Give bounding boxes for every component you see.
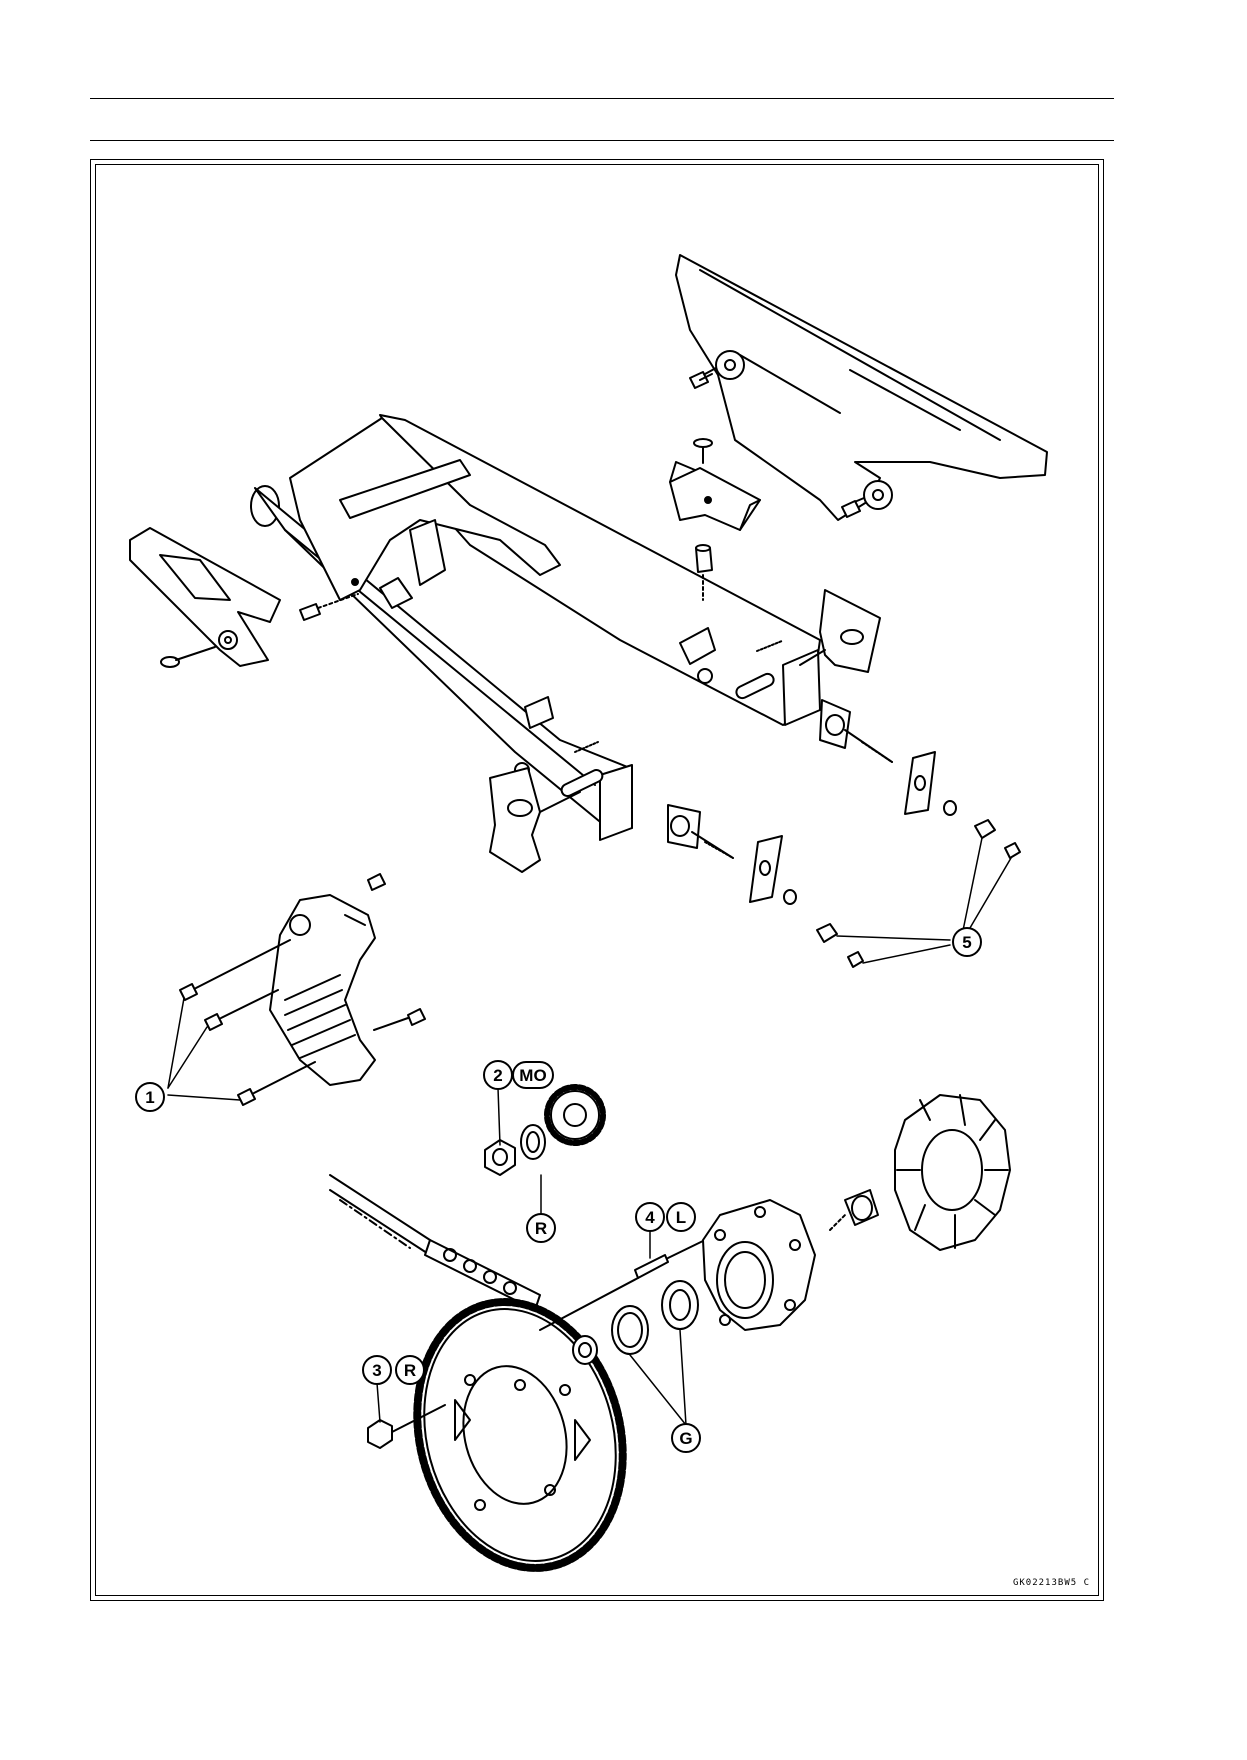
chain-cover [675,254,1048,521]
coupling-stud [539,1239,706,1331]
cover-bolt-3 [237,1061,316,1106]
chain-adjuster-block-right [819,699,893,763]
figure-frame [90,159,1104,1601]
collar [572,1335,598,1365]
callout-box-2-code [512,1061,554,1089]
header-rule-bottom [90,140,1114,141]
figure-code: GK02213BW5 C [1013,1578,1090,1588]
rear-sprocket [413,1298,627,1572]
cover-bolt-2 [204,989,279,1031]
callout-5: 5 [962,933,971,952]
swingarm [250,414,821,841]
callout-4: 4 [645,1208,655,1227]
locknut-left [816,923,864,968]
chain-slipper-collar [299,593,359,621]
adjuster-plate-left [749,835,783,903]
engine-sprocket-cover [269,894,376,1086]
callout-circle-4-code [666,1202,696,1232]
cover-bolt-top [367,873,386,891]
chain-guide-collar [695,544,713,601]
callout-2: 2 [493,1066,502,1085]
figure-frame-inner [95,164,1099,1596]
callout-1: 1 [145,1088,154,1107]
callout-4-code: L [676,1208,686,1227]
callout-2-r: R [535,1219,547,1238]
chain-cover-bolt-lower [841,500,861,518]
callout-circle-g [671,1423,701,1453]
callout-circle-5 [952,927,982,957]
rear-coupling [702,1199,816,1331]
leader-lines [167,837,1012,1426]
chain-slipper-bolt [160,646,216,668]
callout-circle-3 [362,1355,392,1385]
callout-circle-1 [135,1082,165,1112]
coupling-rubber-damper [894,1094,1011,1251]
callout-circle-4 [635,1202,665,1232]
callout-circle-3-code [395,1355,425,1385]
chain-adjuster-block-left [667,804,734,859]
chain-adjuster-plate-right [799,589,881,673]
washer-right [943,800,957,816]
callout-circle-2-r [526,1213,556,1243]
callout-g: G [679,1429,692,1448]
engine-sprocket [544,1084,606,1146]
engine-sprocket-washer [520,1124,546,1160]
coupling-bearing [661,1280,699,1330]
cover-bolt-1 [179,939,291,1001]
locknut-right [974,819,1021,859]
cover-bolt-right [373,1008,426,1031]
chain-guide-bracket [669,461,761,531]
chain-slipper [129,527,281,667]
chain-cover-bolt-upper [689,371,713,389]
header-rule-top [90,98,1114,99]
callout-3: 3 [372,1361,381,1380]
washer-left [783,889,797,905]
oil-seal [611,1305,649,1355]
chain-adjuster-plate-left [489,767,581,873]
callout-2-code: MO [519,1066,546,1085]
callout-3-code: R [404,1361,416,1380]
drive-chain [329,1174,541,1311]
chain-guide-screw-top [693,438,713,464]
coupling-sleeve [829,1189,879,1231]
adjuster-plate-right [904,751,936,815]
